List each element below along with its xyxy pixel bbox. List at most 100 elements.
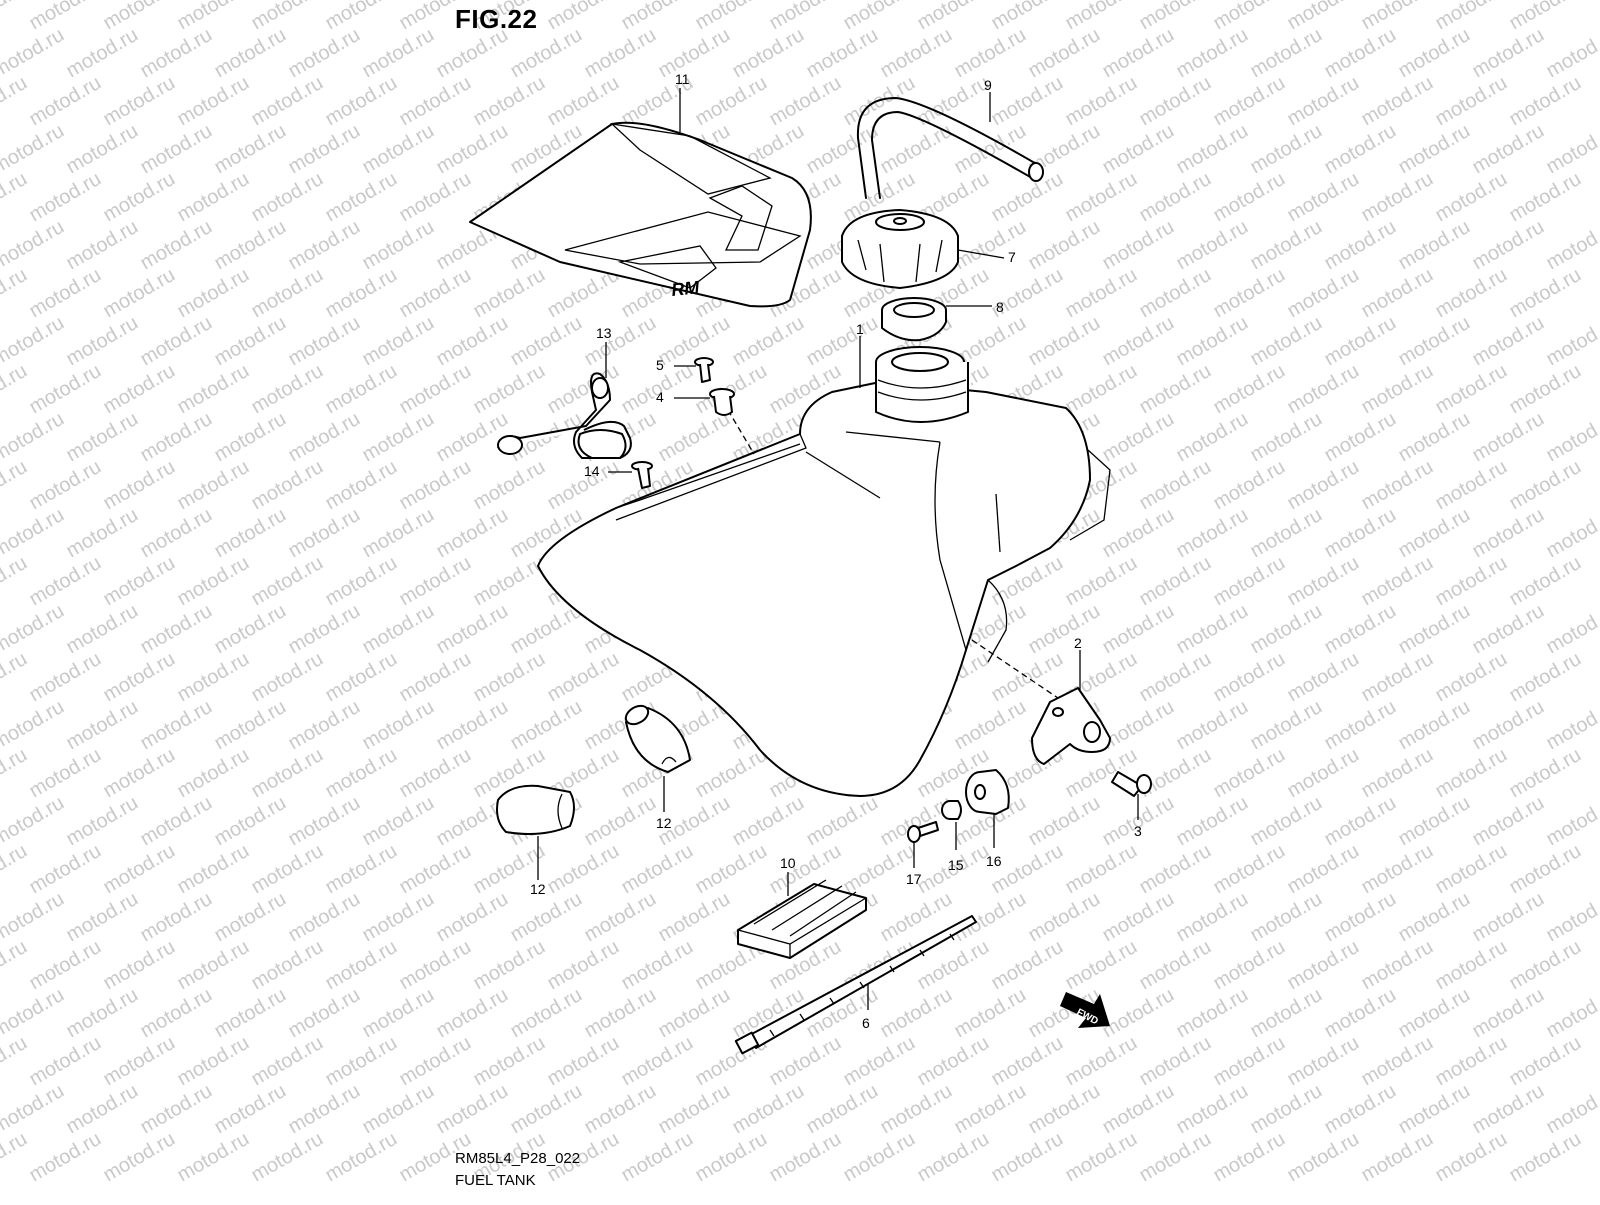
watermark-text: motod.ru xyxy=(1506,72,1585,131)
watermark-text: motod.ru xyxy=(248,264,327,323)
watermark-text: motod.ru xyxy=(1284,168,1363,227)
watermark-text: motod.ru xyxy=(359,984,438,1043)
watermark-text: motod.ru xyxy=(1136,264,1215,323)
watermark-text: motod.ru xyxy=(1210,744,1289,803)
watermark-text: motod.ru xyxy=(322,360,401,419)
watermark-text: motod.ru xyxy=(100,456,179,515)
watermark-text: motod.ru xyxy=(359,312,438,371)
watermark-text: motod.ru xyxy=(359,792,438,851)
watermark-text: motod.ru xyxy=(63,120,142,179)
watermark-text: motod.ru xyxy=(1247,696,1326,755)
watermark-text: motod.ru xyxy=(174,1032,253,1091)
watermark-text: motod.ru xyxy=(248,552,327,611)
watermark-text: motod.ru xyxy=(1395,120,1474,179)
watermark-text: motod.ru xyxy=(1284,936,1363,995)
watermark-text: motod.ru xyxy=(63,792,142,851)
watermark-text: motod.ru xyxy=(1358,648,1437,707)
watermark-text: motod.ru xyxy=(470,552,549,611)
watermark-text: motod.ru xyxy=(1099,984,1178,1043)
watermark-text: motod.ru xyxy=(26,456,105,515)
watermark-text: motod.ru xyxy=(1395,504,1474,563)
watermark-text: motod.ru xyxy=(248,840,327,899)
watermark-text: motod.ru xyxy=(1432,264,1511,323)
watermark-text: motod.ru xyxy=(470,1032,549,1091)
watermark-text: motod.ru xyxy=(1321,888,1400,947)
figure-name: FUEL TANK xyxy=(455,1172,536,1189)
watermark-text: motod.ru xyxy=(1358,360,1437,419)
watermark-text: motod.ru xyxy=(1395,792,1474,851)
watermark-text: motod.ru xyxy=(1321,984,1400,1043)
watermark-text: motod.ru xyxy=(322,840,401,899)
watermark-text: motod.ru xyxy=(26,648,105,707)
watermark-text: motod.ru xyxy=(1321,24,1400,83)
watermark-text: motod.ru xyxy=(359,504,438,563)
callout-9: 9 xyxy=(984,77,992,93)
watermark-text: motod.ru xyxy=(1173,312,1252,371)
watermark-text: motod.ru xyxy=(951,696,1030,755)
watermark-text: motod.ru xyxy=(100,72,179,131)
watermark-text: motod.ru xyxy=(26,840,105,899)
watermark-text: motod.ru xyxy=(211,792,290,851)
watermark-text: motod.ru xyxy=(0,888,68,947)
watermark-text: motod.ru xyxy=(877,984,956,1043)
watermark-text: motod.ru xyxy=(1358,168,1437,227)
watermark-text: motod.ru xyxy=(1099,504,1178,563)
watermark-text: motod.ru xyxy=(1247,504,1326,563)
watermark-text: motod.ru xyxy=(1469,696,1548,755)
watermark-text: motod.ru xyxy=(581,24,660,83)
watermark-text: motod.ru xyxy=(137,504,216,563)
watermark-text: motod.ru xyxy=(581,312,660,371)
watermark-text: motod.ru xyxy=(1395,888,1474,947)
watermark-text: motod.ru xyxy=(100,744,179,803)
watermark-text: motod.ru xyxy=(988,1128,1067,1187)
watermark-text: motod.ru xyxy=(1247,216,1326,275)
watermark-text: motod.ru xyxy=(1506,264,1585,323)
watermark-text: motod.ru xyxy=(100,360,179,419)
watermark-text: motod.ru xyxy=(544,936,623,995)
watermark-text: motod.ru xyxy=(655,888,734,947)
watermark-text: motod.ru xyxy=(1247,792,1326,851)
watermark-text: motod.ru xyxy=(1321,600,1400,659)
watermark-text: motod.ru xyxy=(1136,456,1215,515)
watermark-text: motod.ru xyxy=(1432,72,1511,131)
watermark-text: motod.ru xyxy=(396,264,475,323)
watermark-text: motod.ru xyxy=(1099,888,1178,947)
watermark-text: motod.ru xyxy=(1432,744,1511,803)
watermark-text: motod.ru xyxy=(137,600,216,659)
watermark-text: motod.ru xyxy=(1469,984,1548,1043)
watermark-text: motod.ru xyxy=(137,792,216,851)
watermark-text: motod.ru xyxy=(1506,840,1585,899)
watermark-text: motod.ru xyxy=(359,216,438,275)
watermark-text: motod.ru xyxy=(0,936,31,995)
watermark-text: motod.ru xyxy=(1210,168,1289,227)
watermark-text: motod.ru xyxy=(174,1128,253,1187)
watermark-text: motod.ru xyxy=(655,408,734,467)
watermark-text: motod.ru xyxy=(470,648,549,707)
watermark-text: motod.ru xyxy=(1025,600,1104,659)
watermark-text: motod.ru xyxy=(1358,552,1437,611)
watermark-text: motod.ru xyxy=(1210,72,1289,131)
watermark-text: motod.ru xyxy=(322,456,401,515)
figure-code: RM85L4_P28_022 xyxy=(455,1150,580,1167)
watermark-text: motod.ru xyxy=(1321,1080,1400,1139)
watermark-text: motod.ru xyxy=(470,456,549,515)
watermark-text: motod.ru xyxy=(1173,600,1252,659)
watermark-text: motod.ru xyxy=(766,1032,845,1091)
watermark-text: motod.ru xyxy=(0,1080,68,1139)
watermark-text: motod.ru xyxy=(692,72,771,131)
watermark-text: motod.ru xyxy=(63,600,142,659)
watermark-text: motod.ru xyxy=(470,72,549,131)
watermark-text: motod.ru xyxy=(396,1032,475,1091)
watermark-text: motod.ru xyxy=(174,648,253,707)
watermark-text: motod.ru xyxy=(137,888,216,947)
watermark-text: motod.ru xyxy=(1173,216,1252,275)
watermark-text: motod.ru xyxy=(1247,312,1326,371)
watermark-text: motod.ru xyxy=(1469,120,1548,179)
watermark-text: motod.ru xyxy=(137,408,216,467)
watermark-text: motod.ru xyxy=(137,984,216,1043)
watermark-text: motod.ru xyxy=(1025,792,1104,851)
watermark-text: motod.ru xyxy=(1136,168,1215,227)
watermark-text: motod.ru xyxy=(322,1128,401,1187)
watermark-text: motod.ru xyxy=(507,1080,586,1139)
